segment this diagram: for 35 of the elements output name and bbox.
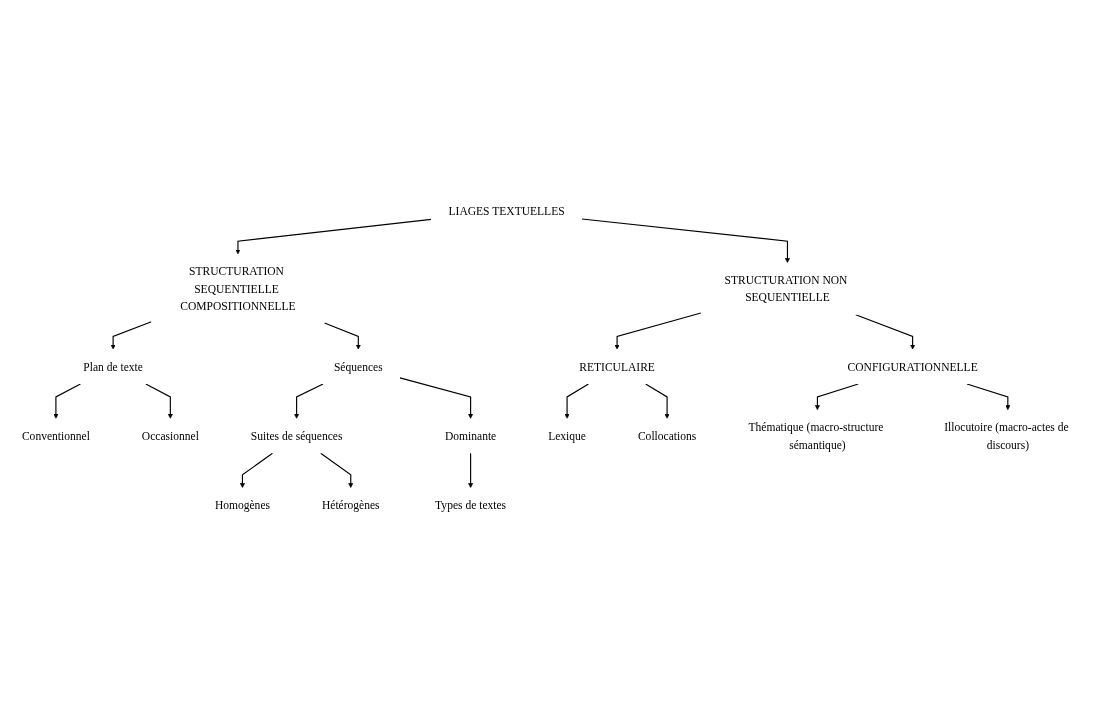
arrow xyxy=(468,452,474,489)
node-text: Suites de séquences xyxy=(250,429,343,443)
node-text: STRUCTURATION NON SEQUENTIELLE xyxy=(724,273,848,304)
node-text: Conventionnel xyxy=(21,429,90,443)
node-text: Occasionnel xyxy=(141,429,199,443)
node-text: Séquences xyxy=(333,360,383,373)
node-text: Plan de texte xyxy=(83,360,143,373)
node-text: Homogènes xyxy=(214,498,271,512)
arrow xyxy=(966,383,1011,411)
node-text: LIAGES TEXTUELLES xyxy=(448,204,565,218)
arrow xyxy=(53,383,81,419)
arrow xyxy=(145,383,173,419)
arrow xyxy=(614,312,702,350)
node-text: Hétérogènes xyxy=(321,498,380,512)
arrow xyxy=(323,322,361,350)
arrow xyxy=(320,452,354,489)
arrow xyxy=(235,218,432,255)
node-text: Types de textes xyxy=(435,498,507,512)
node-text: Lexique xyxy=(548,429,586,443)
arrow xyxy=(399,377,474,419)
node-text: Thématique (macro-structure sémantique) xyxy=(748,420,884,451)
node-text: Collocations xyxy=(637,429,697,443)
arrow xyxy=(581,218,790,264)
arrow xyxy=(645,383,670,419)
node-text: STRUCTURATION SEQUENTIELLE COMPOSITIONNELLE xyxy=(180,265,296,313)
node-text: RETICULAIRE xyxy=(579,360,655,373)
arrow xyxy=(814,383,859,411)
arrow xyxy=(110,321,152,350)
node-text: Dominante xyxy=(444,429,497,443)
arrow xyxy=(239,452,274,489)
node-text: CONFIGURATIONNELLE xyxy=(847,360,978,373)
arrow xyxy=(564,383,590,419)
arrow xyxy=(855,314,916,350)
node-text: Illocutoire (macro-actes de discours) xyxy=(944,420,1069,451)
arrow xyxy=(294,383,324,419)
